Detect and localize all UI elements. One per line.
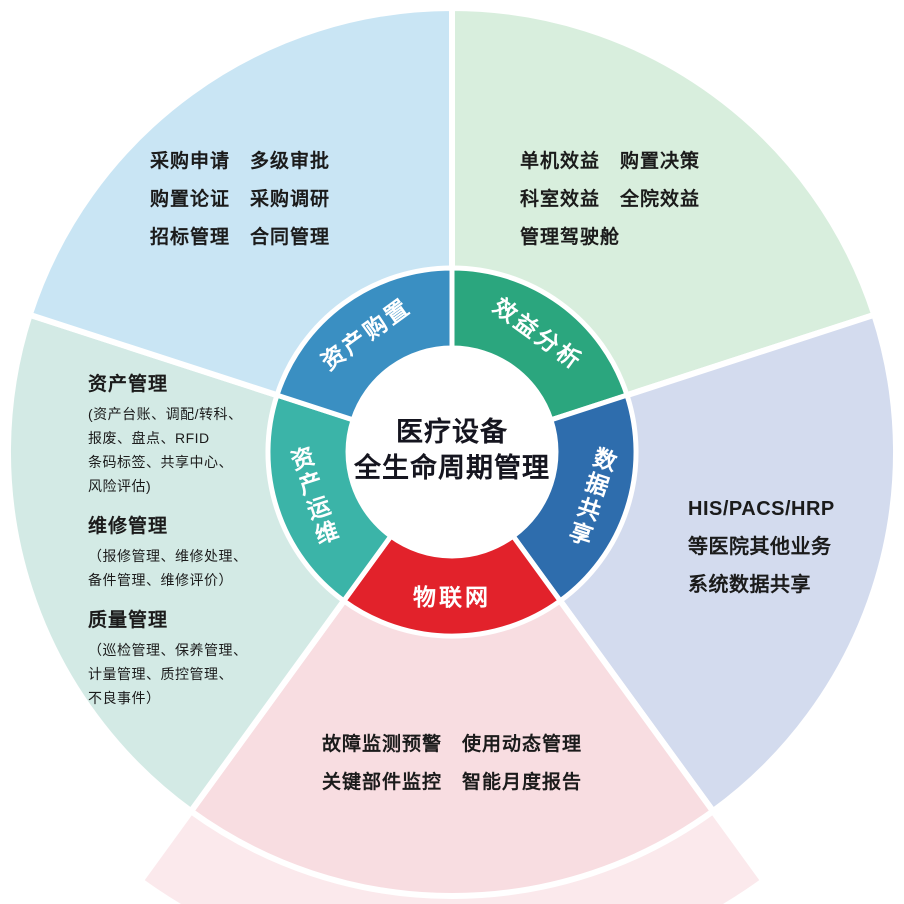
feature-line: HIS/PACS/HRP xyxy=(688,498,835,520)
feature-group-quality: 质量管理 （巡检管理、保养管理、 计量管理、质控管理、 不良事件） xyxy=(88,608,248,710)
feature-line: 等医院其他业务 xyxy=(688,536,832,558)
feature-line: 招标管理 合同管理 xyxy=(150,227,331,248)
feature-group-line: 条码标签、共享中心、 xyxy=(88,454,233,470)
feature-group-line: (资产台账、调配/转科、 xyxy=(88,406,243,422)
feature-line: 购置论证 采购调研 xyxy=(150,189,331,210)
feature-line: 采购申请 多级审批 xyxy=(150,151,331,172)
sector-iot xyxy=(188,449,716,900)
feature-line: 关键部件监控 智能月度报告 xyxy=(321,772,582,793)
acquisition-features: 采购申请 多级审批 购置论证 采购调研 招标管理 合同管理 xyxy=(150,143,330,257)
feature-group-asset: 资产管理 (资产台账、调配/转科、 报废、盘点、RFID 条码标签、共享中心、 … xyxy=(88,372,248,498)
feature-line: 系统数据共享 xyxy=(688,574,811,596)
feature-group-line: （巡检管理、保养管理、 xyxy=(88,642,248,658)
center-title-line1: 医疗设备 xyxy=(396,416,508,447)
feature-line: 故障监测预警 使用动态管理 xyxy=(321,734,582,755)
data-sharing-features: HIS/PACS/HRP 等医院其他业务 系统数据共享 xyxy=(688,490,835,604)
benefit-features: 单机效益 购置决策 科室效益 全院效益 管理驾驶舱 xyxy=(520,143,700,257)
center-circle xyxy=(346,346,558,558)
feature-group-line: 报废、盘点、RFID xyxy=(88,430,210,446)
feature-group-line: （报修管理、维修处理、 xyxy=(88,548,248,564)
feature-group-heading: 质量管理 xyxy=(88,610,169,631)
center-title-line2: 全生命周期管理 xyxy=(353,452,550,483)
feature-line: 单机效益 购置决策 xyxy=(520,151,701,172)
feature-group-heading: 资产管理 xyxy=(88,374,169,395)
feature-group-line: 计量管理、质控管理、 xyxy=(88,666,233,682)
operation-features: 资产管理 (资产台账、调配/转科、 报废、盘点、RFID 条码标签、共享中心、 … xyxy=(88,372,248,726)
feature-group-line: 风险评估) xyxy=(88,478,152,494)
feature-group-line: 不良事件） xyxy=(88,690,161,706)
feature-line: 科室效益 全院效益 xyxy=(520,189,701,210)
iot-features: 故障监测预警 使用动态管理 关键部件监控 智能月度报告 xyxy=(192,726,712,802)
ring-label-iot: 物联网 xyxy=(413,584,491,610)
feature-line: 管理驾驶舱 xyxy=(520,227,621,248)
feature-group-line: 备件管理、维修评价） xyxy=(88,572,233,588)
feature-group-maintenance: 维修管理 （报修管理、维修处理、 备件管理、维修评价） xyxy=(88,514,248,592)
feature-group-heading: 维修管理 xyxy=(88,516,169,537)
